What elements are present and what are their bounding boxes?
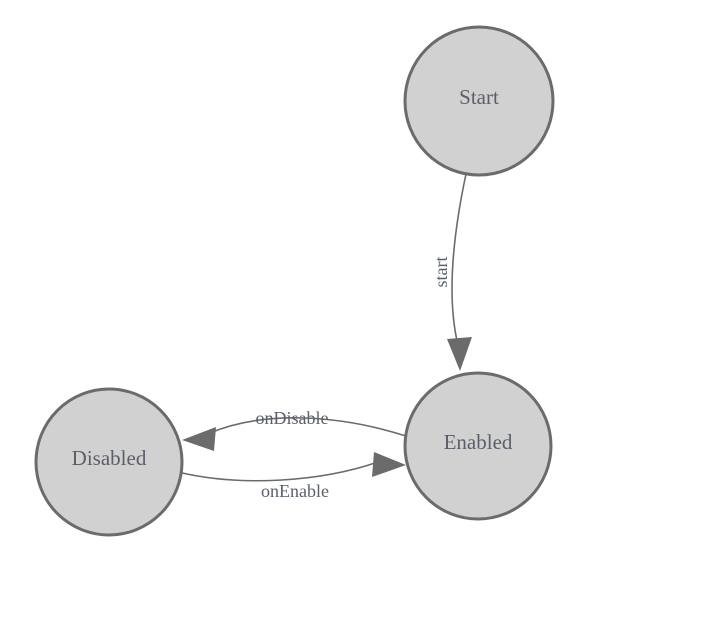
edge-label-ondisable: onDisable — [256, 408, 329, 428]
edge-disabled-to-enabled-line — [177, 461, 379, 482]
arrowhead-down-icon — [447, 337, 472, 371]
node-start-circle — [403, 25, 555, 177]
edge-start-to-enabled-line — [451, 173, 467, 346]
node-start-label: Start — [459, 85, 499, 109]
node-enabled[interactable]: Enabled — [403, 371, 553, 521]
edge-enabled-to-disabled-line — [209, 417, 407, 437]
arrowhead-right-icon — [372, 452, 406, 477]
edge-disabled-to-enabled[interactable]: onEnable — [177, 452, 406, 501]
node-enabled-circle — [403, 371, 553, 521]
edge-enabled-to-disabled[interactable]: onDisable — [182, 408, 407, 451]
edge-label-onenable: onEnable — [261, 481, 329, 501]
arrowhead-left-icon — [182, 427, 216, 451]
node-disabled-circle — [34, 387, 184, 537]
node-enabled-label: Enabled — [444, 430, 513, 454]
node-start[interactable]: Start — [403, 25, 555, 177]
edge-start-to-enabled[interactable]: start — [431, 173, 472, 371]
node-disabled[interactable]: Disabled — [34, 387, 184, 537]
edge-label-start: start — [431, 257, 451, 288]
node-disabled-label: Disabled — [72, 446, 147, 470]
